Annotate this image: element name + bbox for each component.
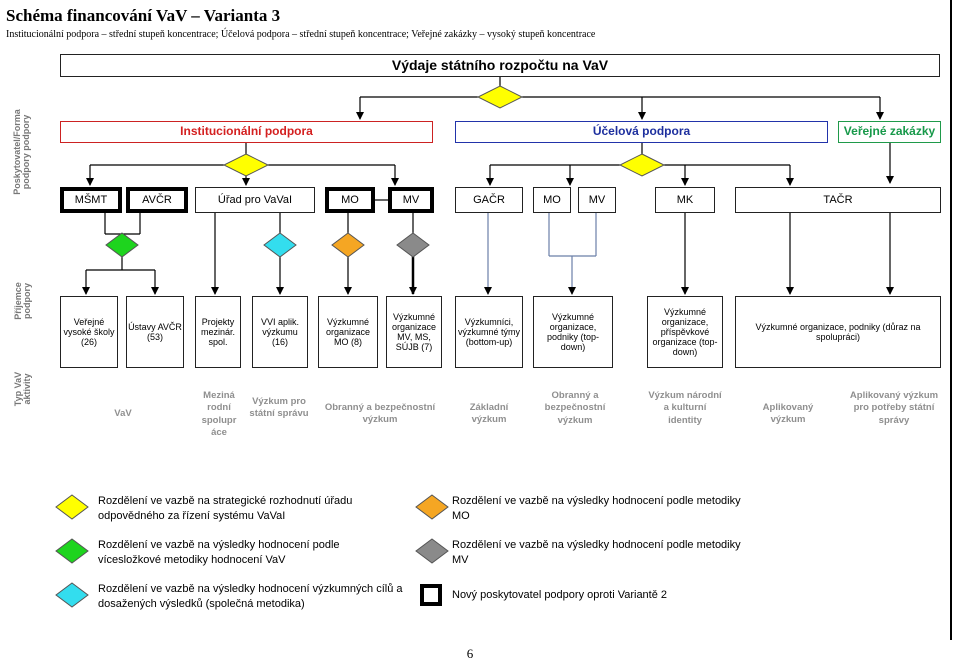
legend-yellow-text: Rozdělení ve vazbě na strategické rozhod…	[98, 495, 353, 522]
category-targeted: Účelová podpora	[455, 121, 828, 143]
activity-aplikovany: Aplikovaný výzkum	[762, 402, 814, 426]
recipient-vvi-aplik: VVI aplik. výzkumu (16)	[252, 296, 308, 368]
provider-mk: MK	[655, 187, 715, 213]
side-label-activities: Typ VaV aktivity	[13, 371, 33, 407]
recipient-vo-prispevkove: Výzkumné organizace, příspěvkové organiz…	[647, 296, 723, 368]
recipient-vo-podniky: Výzkumné organizace, podniky (top-down)	[533, 296, 613, 368]
activity-narodni-identita: Výzkum národní a kulturní identity	[648, 390, 722, 426]
page-title: Schéma financování VaV – Varianta 3	[6, 6, 281, 25]
activity-mezinarodni: Meziná rodní spolupr áce	[201, 390, 237, 439]
side-label-providers: Poskytovatel/Forma podpory podpory	[12, 109, 32, 195]
recipient-vysoke-skoly: Veřejné vysoké školy (26)	[60, 296, 118, 368]
activity-zakladni: Základní výzkum	[469, 402, 509, 426]
recipient-tymy: Výzkumníci, výzkumné týmy (bottom-up)	[455, 296, 523, 368]
legend-gray-diamond	[415, 538, 449, 564]
activity-aplikovany-potreby: Aplikovaný výzkum pro potřeby státní spr…	[849, 390, 939, 426]
decision-diamond-green	[105, 232, 139, 258]
provider-msmt: MŠMT	[60, 187, 122, 213]
right-page-rule	[950, 0, 952, 640]
provider-gacr: GAČR	[455, 187, 523, 213]
category-institutional: Institucionální podpora	[60, 121, 433, 143]
provider-avcr: AVČR	[126, 187, 188, 213]
decision-diamond-yellow-institutional	[222, 153, 270, 177]
decision-diamond-cyan	[263, 232, 297, 258]
provider-mv-targeted: MV	[578, 187, 616, 213]
category-contracts: Veřejné zakázky	[838, 121, 941, 143]
activity-obranny-2: Obranný a bezpečnostní výzkum	[544, 390, 606, 426]
provider-mo-institutional: MO	[325, 187, 375, 213]
legend-gray-text: Rozdělení ve vazbě na výsledky hodnocení…	[452, 539, 741, 566]
activity-obranny-1: Obranný a bezpečnostní výzkum	[324, 402, 436, 426]
page-number: 6	[466, 646, 474, 661]
legend-orange-text: Rozdělení ve vazbě na výsledky hodnocení…	[452, 495, 741, 522]
recipient-tacr: Výzkumné organizace, podniky (důraz na s…	[735, 296, 941, 368]
recipient-ustavy-avcr: Ústavy AVČR (53)	[126, 296, 184, 368]
decision-diamond-orange	[331, 232, 365, 258]
legend-yellow-diamond	[55, 494, 89, 520]
top-box-state-budget: Výdaje státního rozpočtu na VaV	[60, 54, 940, 77]
legend-cyan-text: Rozdělení ve vazbě na výsledky hodnocení…	[98, 583, 403, 610]
provider-tacr: TAČR	[735, 187, 941, 213]
page-subtitle: Institucionální podpora – střední stupeň…	[6, 29, 596, 40]
decision-diamond-yellow-targeted	[618, 153, 666, 177]
activity-vyzkum-statni-sprava: Výzkum pro státní správu	[249, 396, 309, 420]
legend-orange-diamond	[415, 494, 449, 520]
recipient-vo-mo: Výzkumné organizace MO (8)	[318, 296, 378, 368]
provider-urad-vavai: Úřad pro VaVaI	[195, 187, 315, 213]
recipient-projekty-mezinar: Projekty mezinár. spol.	[195, 296, 241, 368]
recipient-vo-mv: Výzkumné organizace MV, MS, SÚJB (7)	[386, 296, 442, 368]
activity-vav: VaV	[114, 408, 132, 419]
legend-square-text: Nový poskytovatel podpory oproti Variant…	[452, 589, 668, 601]
legend-new-provider-square	[420, 584, 442, 606]
decision-diamond-yellow-main	[476, 85, 524, 109]
provider-mo-targeted: MO	[533, 187, 571, 213]
legend-green-text: Rozdělení ve vazbě na výsledky hodnocení…	[98, 539, 340, 566]
legend-cyan-diamond	[55, 582, 89, 608]
legend-green-diamond	[55, 538, 89, 564]
side-label-recipients: Příjemce podpory	[13, 282, 33, 320]
provider-mv-institutional: MV	[388, 187, 434, 213]
decision-diamond-gray	[396, 232, 430, 258]
